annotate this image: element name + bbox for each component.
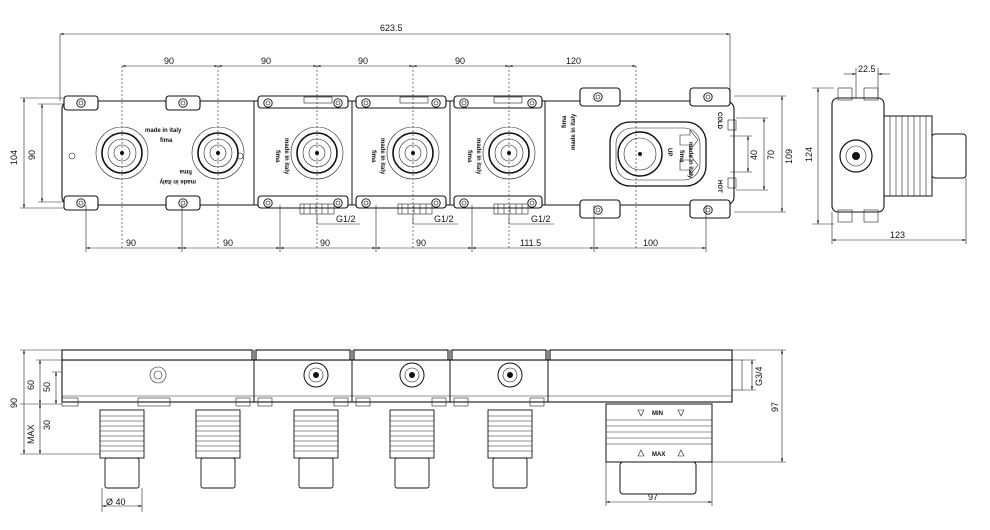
thread-g12-2: G1/2 <box>434 214 454 224</box>
thread-g12-1: G1/2 <box>336 214 356 224</box>
label-made-in-italy-4: made in italy <box>475 138 481 175</box>
label-fima-2: fima <box>274 150 280 163</box>
front-view: MIN MAX 90 60 50 MAX 30 Ø 40 G <box>9 349 786 512</box>
label-fima-inverted: fima <box>179 168 192 174</box>
dimension-top-spacings: 90 90 90 90 120 <box>122 56 636 68</box>
label-made-in-italy-6: made in italy <box>687 142 693 179</box>
label-fima-6: fima <box>678 150 684 163</box>
dim-side-height: 124 <box>804 147 814 162</box>
dim-front-30: 30 <box>42 420 52 430</box>
dim-right-40: 40 <box>749 150 759 160</box>
dim-front-60: 60 <box>26 380 36 390</box>
dim-front-97-vertical: 97 <box>770 402 780 412</box>
dim-top-4: 90 <box>455 56 465 66</box>
top-view: made in italy fima fima made in italy fi… <box>9 23 794 252</box>
dim-bottom-5: 111.5 <box>520 238 541 248</box>
label-fima-3: fima <box>370 150 376 163</box>
body-labels: made in italy fima fima made in italy fi… <box>145 112 722 193</box>
dimension-right-heights: 109 70 40 <box>730 95 794 213</box>
dimension-left-heights: 104 90 <box>9 97 64 209</box>
dim-right-70: 70 <box>766 150 776 160</box>
dim-overall-length: 623.5 <box>380 23 403 33</box>
label-max: MAX <box>652 452 665 458</box>
thread-labels: G1/2 G1/2 G1/2 <box>316 214 554 225</box>
dim-top-3: 90 <box>358 56 368 66</box>
dim-bottom-6: 100 <box>643 238 658 248</box>
dimension-front-left: 90 60 50 MAX 30 <box>9 349 100 455</box>
front-tabs <box>61 359 743 407</box>
dim-front-max: MAX <box>26 424 36 444</box>
dimension-g34: G3/4 <box>742 359 764 391</box>
dimension-front-right: 97 <box>712 349 786 463</box>
front-diverter: MIN MAX <box>605 403 713 495</box>
label-made-in-italy: made in italy <box>145 128 182 134</box>
front-ribbed-spindles <box>99 409 533 489</box>
label-up: UP <box>666 148 672 156</box>
label-made-in-italy-5: made in italy <box>571 113 577 150</box>
dim-bottom-2: 90 <box>223 238 233 248</box>
label-hot: HOT <box>716 180 722 193</box>
thread-g12-3: G1/2 <box>531 214 551 224</box>
dim-top-2: 90 <box>261 56 271 66</box>
dimension-overall: 623.5 <box>59 23 731 101</box>
label-made-in-italy-3: made in italy <box>379 138 385 175</box>
dim-side-top: 22.5 <box>858 64 876 74</box>
dim-side-width: 123 <box>890 230 905 240</box>
dim-front-50: 50 <box>42 382 52 392</box>
label-made-in-italy-2: made in italy <box>283 138 289 175</box>
label-cold: COLD <box>716 112 722 130</box>
dim-front-90: 90 <box>9 398 19 408</box>
dim-top-1: 90 <box>164 56 174 66</box>
label-fima-4: fima <box>466 150 472 163</box>
mounting-tabs <box>63 87 731 219</box>
label-fima: fima <box>160 138 173 144</box>
dim-bottom-3: 90 <box>320 238 330 248</box>
label-fima-5: fima <box>562 115 568 128</box>
dim-bottom-4: 90 <box>416 238 426 248</box>
dim-g34: G3/4 <box>754 366 764 386</box>
dim-diameter: Ø 40 <box>106 497 126 507</box>
dim-right-109: 109 <box>784 149 794 164</box>
dim-bottom-1: 90 <box>126 238 136 248</box>
dimension-front-bottom: 97 <box>605 462 713 506</box>
dim-top-5: 120 <box>566 56 581 66</box>
dim-height-outer: 104 <box>9 150 19 165</box>
dim-front-97-horizontal: 97 <box>648 492 658 502</box>
label-min: MIN <box>652 411 663 417</box>
front-valves <box>149 362 523 388</box>
side-view: 22.5 124 123 <box>804 64 967 244</box>
label-made-in-italy-inverted: made in italy <box>159 178 196 184</box>
dim-height-inner: 90 <box>27 150 37 160</box>
dimension-bottom-spacings: 90 90 90 90 111.5 100 <box>85 205 707 252</box>
dimension-diameter: Ø 40 <box>101 488 143 512</box>
diverter-module <box>609 119 737 189</box>
g12-connectors <box>299 203 529 215</box>
